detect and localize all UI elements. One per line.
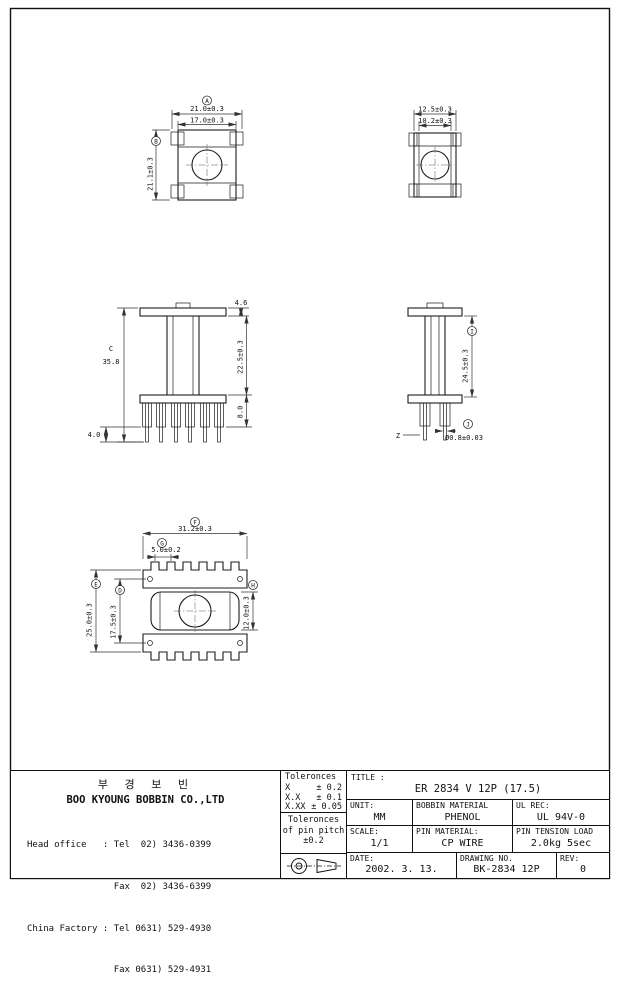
tolerance-title: Toleronces (285, 772, 337, 782)
dim-pin-pitch: 5.0±0.2 (151, 546, 181, 554)
unit-cell: UNIT: MM (347, 800, 413, 826)
balloon-j-label: J (466, 422, 470, 429)
general-tolerances: Toleronces X ± 0.2 X.X ± 0.1 X.XX ± 0.05 (281, 771, 346, 813)
balloon-a-label: A (205, 98, 209, 105)
scale-cell: SCALE: 1/1 (347, 826, 413, 852)
dim-pin-length: 4.0 (88, 431, 101, 439)
tolerance-panel: Toleronces X ± 0.2 X.X ± 0.1 X.XX ± 0.05… (281, 771, 347, 878)
balloon-f (190, 517, 200, 527)
dim-side-outer-width: 12.5±0.3 (418, 106, 452, 114)
drawing-canvas: 21.0±0.3 A 17.0±0.3 B 21.1±0.3 12.5±0.3 (9, 7, 611, 880)
title-field: TITLE : ER 2834 V 12P (17.5) (347, 771, 609, 800)
engineering-drawing-page: { "colors": { "line": "#1a1a1a", "backgr… (9, 7, 611, 976)
balloon-e (91, 579, 101, 589)
detail-z-label: Z (396, 432, 400, 440)
dim-pin-diameter: Ø0.8±0.03 (445, 434, 483, 442)
balloon-a (202, 95, 212, 106)
balloon-d-label: D (118, 588, 122, 595)
dim-label-c: C (109, 345, 113, 353)
dim-top-height: 21.1±0.3 (147, 157, 155, 191)
balloon-e-label: E (94, 582, 98, 589)
material-row: UNIT: MM BOBBIN MATERIAL PHENOL UL REC: … (347, 800, 609, 827)
projection-symbol-icon (281, 854, 346, 878)
title-label: TITLE : (351, 773, 385, 782)
dim-flange-thickness: 4.6 (235, 299, 248, 307)
dim-side-height: 24.5±0.3 (462, 349, 470, 383)
tolerance-row: X.XX ± 0.05 (285, 802, 342, 813)
balloon-h-label: H (251, 583, 255, 590)
view-bottom: F 31.2±0.3 G 5.0±0.2 E 25.0±0.3 D 17.5±0… (86, 517, 258, 661)
date-row: DATE: 2002. 3. 13. DRAWING NO. BK-2834 1… (347, 852, 609, 878)
pin-material-cell: PIN MATERIAL: CP WIRE (413, 826, 513, 852)
dim-total-height: 35.8 (103, 358, 120, 366)
balloon-g (157, 538, 167, 548)
view-top-plan: 21.0±0.3 A 17.0±0.3 B 21.1±0.3 (147, 95, 244, 201)
sheet-border (9, 7, 611, 880)
contact-line-head-office-tel: Head office : Tel 02) 3436-0399 (27, 839, 212, 850)
ul-rec-cell: UL REC: UL 94V-0 (516, 801, 586, 823)
scale-row: SCALE: 1/1 PIN MATERIAL: CP WIRE PIN TEN… (347, 826, 609, 853)
dim-bottom-width: 31.2±0.3 (178, 525, 212, 533)
balloon-g-label: G (160, 541, 164, 548)
side-pins (419, 402, 451, 441)
contact-line-china-factory-fax: Fax 0631) 529-4931 (27, 965, 212, 976)
balloon-i (467, 326, 477, 336)
balloon-h (248, 580, 258, 590)
dim-base-height: 8.0 (237, 406, 245, 419)
front-pins (142, 402, 224, 443)
balloon-b-label: B (154, 139, 158, 146)
balloon-j (463, 419, 473, 429)
pin-pitch-tolerance: Toleronces of pin pitch ±0.2 (281, 813, 346, 854)
dim-top-inner-width: 17.0±0.3 (190, 117, 224, 125)
tolerance-row: X ± 0.2 (285, 782, 342, 793)
balloon-b (151, 136, 161, 146)
balloon-i-label: I (470, 329, 474, 336)
dim-bottom-body-width: 12.0±0.3 (243, 596, 251, 630)
contact-line-china-factory-tel: China Factory : Tel 0631) 529-4930 (27, 923, 212, 934)
tolerance-row: X.X ± 0.1 (285, 792, 342, 803)
dim-side-inner-width: 10.2±0.3 (418, 117, 452, 125)
view-top-side: 12.5±0.3 10.2±0.3 (408, 106, 462, 198)
date-cell: DATE: 2002. 3. 13. (347, 852, 457, 878)
balloon-f-label: F (193, 520, 197, 527)
title-block-fields: TITLE : ER 2834 V 12P (17.5) UNIT: MM BO… (347, 771, 609, 878)
drawing-title: ER 2834 V 12P (17.5) (414, 783, 542, 795)
pin-tension-cell: PIN TENSION LOAD 2.0kg 5sec (516, 827, 594, 849)
rev-cell: REV: 0 (560, 853, 587, 876)
drawing-no-cell: DRAWING NO. BK-2834 12P (457, 852, 557, 878)
company-name-english: BOO KYOUNG BOBBIN CO.,LTD (66, 794, 225, 806)
company-name-korean: 부 경 보 빈 (97, 778, 194, 791)
title-block: 부 경 보 빈 BOO KYOUNG BOBBIN CO.,LTD Head o… (10, 770, 610, 975)
company-panel: 부 경 보 빈 BOO KYOUNG BOBBIN CO.,LTD Head o… (11, 771, 281, 975)
view-front: 4.6 22.5±0.3 8.0 C 35.8 4.0 (88, 299, 252, 443)
dim-winding-height: 22.5±0.3 (237, 340, 245, 374)
balloon-d (115, 585, 125, 595)
dim-bottom-depth: 25.0±0.3 (86, 603, 94, 637)
dim-bottom-inner-depth: 17.5±0.3 (110, 605, 118, 639)
company-contact-lines: Head office : Tel 02) 3436-0399 Fax 02) … (11, 811, 211, 1006)
bobbin-material-cell: BOBBIN MATERIAL PHENOL (413, 800, 513, 826)
view-side: I 24.5±0.3 J Ø0.8±0.03 Z (396, 302, 483, 442)
dim-top-outer-width: 21.0±0.3 (190, 105, 224, 113)
contact-line-head-office-fax: Fax 02) 3436-6399 (27, 881, 212, 892)
